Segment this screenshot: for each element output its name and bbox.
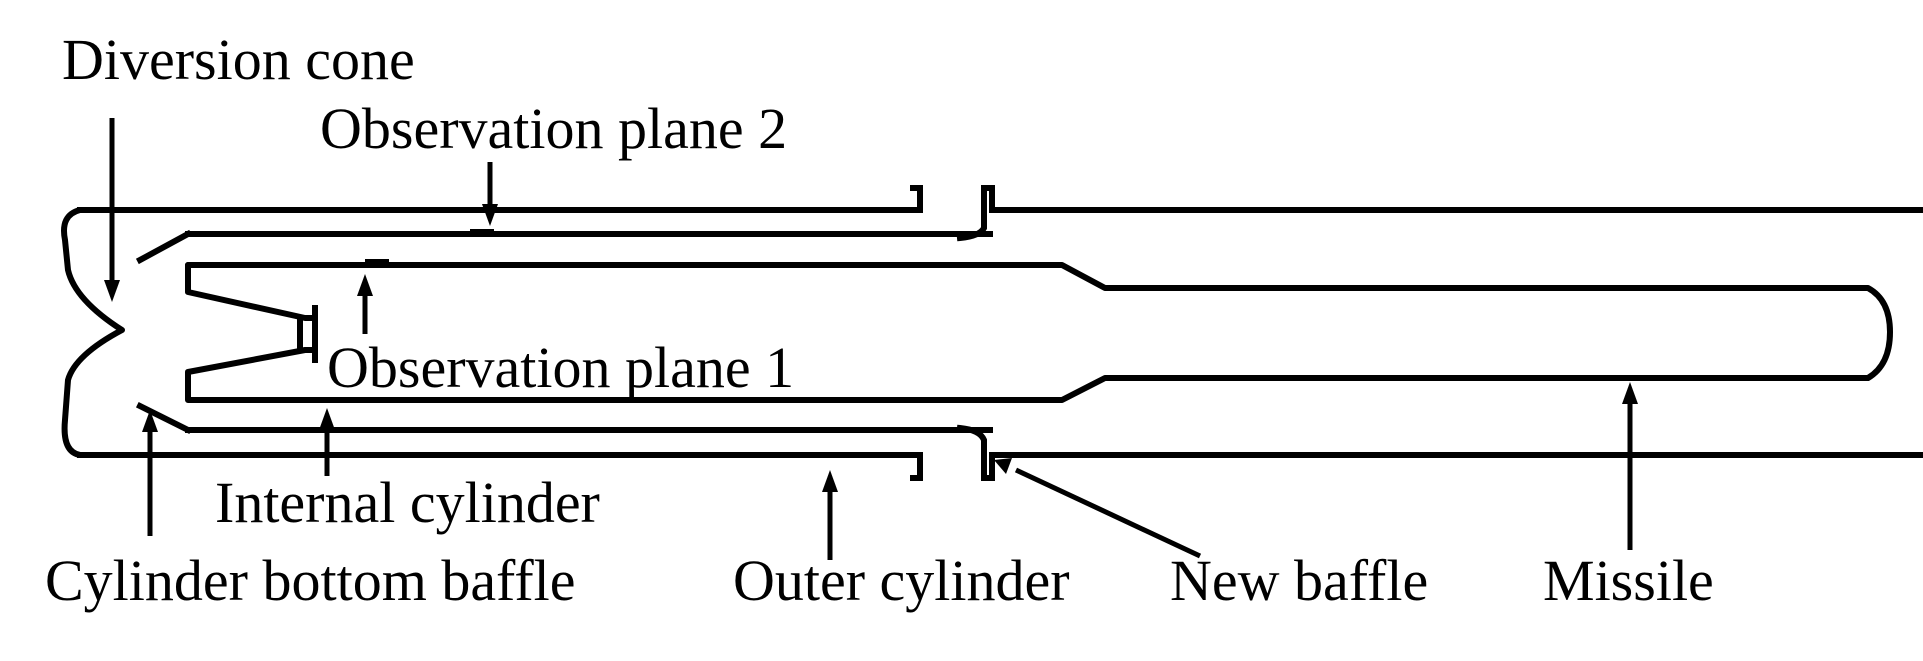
internal-cylinder-arrow [319,408,335,476]
observation-plane-2-arrow [482,162,498,226]
missile-arrow [1622,382,1638,550]
label-observation-plane-2: Observation plane 2 [320,96,787,161]
observation-plane-1-arrow [357,274,373,334]
outer-cylinder [61,185,1923,481]
label-missile: Missile [1543,548,1714,613]
label-internal-cylinder: Internal cylinder [215,470,600,535]
label-cylinder-bottom-baffle: Cylinder bottom baffle [45,548,576,613]
label-new-baffle: New baffle [1170,548,1428,613]
label-observation-plane-1: Observation plane 1 [327,335,794,400]
new-baffle-arrow [994,458,1202,559]
outer-cylinder-arrow [822,470,838,560]
cylinder-bottom-baffle-arrow [142,410,158,536]
label-outer-cylinder: Outer cylinder [733,548,1070,613]
missile-body [185,262,1893,403]
label-diversion-cone: Diversion cone [62,27,415,92]
observation-mark-1 [365,259,389,265]
observation-mark-2 [470,229,494,235]
diversion-cone-arrow [104,118,120,302]
